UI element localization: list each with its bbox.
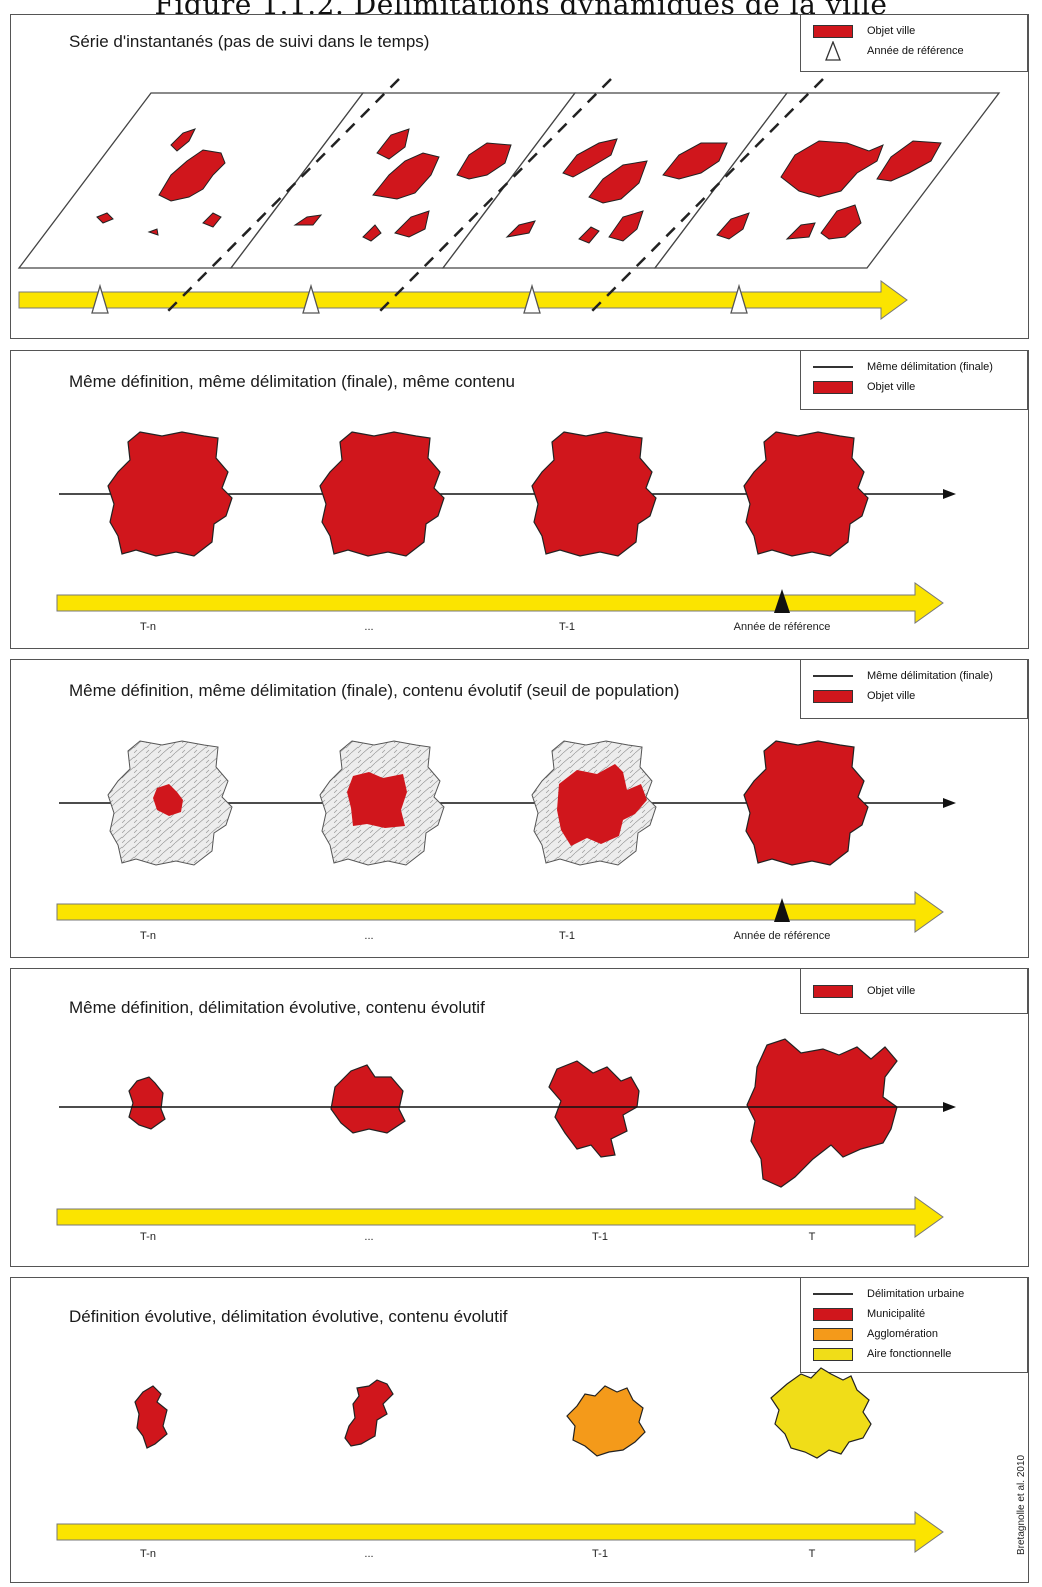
- time-label: ...: [364, 1231, 374, 1243]
- reference-year-triangle-icon: [774, 898, 790, 922]
- legend-label: Même délimitation (finale): [867, 670, 993, 682]
- panel-title: Définition évolutive, délimitation évolu…: [69, 1307, 508, 1326]
- legend-item-final-delimitation: Même délimitation (finale): [813, 666, 1019, 686]
- legend-label: Délimitation urbaine: [867, 1288, 965, 1300]
- legend-label: Objet ville: [867, 690, 916, 702]
- panel-title: Série d'instantanés (pas de suivi dans l…: [69, 32, 430, 51]
- panel-evolving-content: Même définition, même délimitation (fina…: [10, 659, 1029, 958]
- evolving-definition-diagram: [56, 1367, 944, 1553]
- panel-title: Même définition, délimitation évolutive,…: [69, 998, 485, 1017]
- reference-year-triangle-icon: [825, 41, 841, 61]
- municipality-shape: [134, 1385, 168, 1449]
- functional-area-shape: [770, 1367, 872, 1459]
- legend-label: Même délimitation (finale): [867, 361, 993, 373]
- legend-item-city-object: Objet ville: [813, 21, 1019, 41]
- threshold-city-diagram: [56, 740, 956, 933]
- legend: Même délimitation (finale) Objet ville: [800, 350, 1028, 410]
- time-axis-arrowhead: [943, 798, 956, 808]
- municipality-shape: [344, 1379, 394, 1447]
- legend-label: Aire fonctionnelle: [867, 1348, 952, 1360]
- reference-year-triangle-icon: [774, 589, 790, 613]
- panel-evolving-delimitation: Même définition, délimitation évolutive,…: [10, 968, 1029, 1267]
- legend: Objet ville: [800, 968, 1028, 1014]
- city-object: [107, 431, 869, 557]
- time-label: T-1: [559, 621, 575, 633]
- city-object: [293, 128, 512, 242]
- time-label: T-1: [592, 1548, 608, 1560]
- time-label: T: [808, 1548, 816, 1560]
- time-label: T-n: [140, 1548, 156, 1560]
- legend-item-city-object: Objet ville: [813, 686, 1019, 706]
- legend-item-functional-area: Aire fonctionnelle: [813, 1344, 1019, 1364]
- time-label: Année de référence: [733, 621, 831, 633]
- legend: Délimitation urbaine Municipalité Agglom…: [800, 1277, 1028, 1373]
- time-label: Année de référence: [733, 930, 831, 942]
- functional-area-swatch: [813, 1347, 853, 1361]
- legend: Objet ville Année de référence: [800, 14, 1028, 72]
- time-label: T-n: [140, 930, 156, 942]
- legend-item-municipality: Municipalité: [813, 1304, 1019, 1324]
- city-object: [96, 128, 226, 236]
- legend-label: Année de référence: [867, 45, 964, 57]
- agglomeration-shape: [566, 1385, 646, 1457]
- legend-item-city-object: Objet ville: [813, 981, 1019, 1001]
- legend-label: Municipalité: [867, 1308, 926, 1320]
- legend-item-urban-delimitation: Délimitation urbaine: [813, 1284, 1019, 1304]
- time-label: T-1: [559, 930, 575, 942]
- legend-item-final-delimitation: Même délimitation (finale): [813, 357, 1019, 377]
- time-label: ...: [364, 930, 374, 942]
- panel-title: Même définition, même délimitation (fina…: [69, 372, 515, 391]
- time-axis-arrowhead: [943, 1102, 956, 1112]
- legend-item-city-object: Objet ville: [813, 377, 1019, 397]
- city-object-swatch: [813, 24, 853, 38]
- delimitation-line-swatch: [813, 675, 853, 677]
- credit-text: Bretagnolle et al. 2010: [1016, 1454, 1027, 1555]
- time-label: ...: [364, 1548, 374, 1560]
- snapshot-plane: [17, 92, 1001, 269]
- time-axis-arrowhead: [943, 489, 956, 499]
- growing-city-diagram: [56, 1038, 956, 1238]
- timeline-arrow: [56, 1511, 944, 1553]
- time-label: T-n: [140, 1231, 156, 1243]
- delimitation-line-swatch: [813, 1293, 853, 1295]
- snapshot-diagram: [17, 78, 1001, 320]
- municipality-swatch: [813, 1307, 853, 1321]
- city-object: [716, 140, 942, 240]
- legend: Même délimitation (finale) Objet ville: [800, 659, 1028, 719]
- delimitation-line-swatch: [813, 366, 853, 368]
- legend-item-agglomeration: Agglomération: [813, 1324, 1019, 1344]
- legend-item-reference-year: Année de référence: [813, 41, 1019, 61]
- city-object: [743, 740, 869, 866]
- time-label: T-n: [140, 621, 156, 633]
- legend-label: Objet ville: [867, 381, 916, 393]
- panel-evolving-definition: Définition évolutive, délimitation évolu…: [10, 1277, 1029, 1583]
- city-object: [505, 138, 728, 244]
- time-label: T: [808, 1231, 816, 1243]
- city-object-swatch: [813, 689, 853, 703]
- city-object: [128, 1038, 898, 1188]
- timeline-arrow: [18, 280, 908, 320]
- time-break-line: [165, 78, 824, 314]
- panel-snapshot-series: Série d'instantanés (pas de suivi dans l…: [10, 14, 1029, 339]
- panel-same-content: Même définition, même délimitation (fina…: [10, 350, 1029, 649]
- constant-city-diagram: [56, 431, 956, 624]
- city-object: [153, 764, 647, 846]
- time-label: T-1: [592, 1231, 608, 1243]
- timeline-arrow: [56, 1196, 944, 1238]
- reference-year-triangle-icon: [91, 283, 748, 314]
- agglomeration-swatch: [813, 1327, 853, 1341]
- timeline-arrow: [56, 891, 944, 933]
- legend-label: Objet ville: [867, 985, 916, 997]
- panel-title: Même définition, même délimitation (fina…: [69, 681, 680, 700]
- time-label: ...: [364, 621, 374, 633]
- timeline-arrow: [56, 582, 944, 624]
- legend-label: Objet ville: [867, 25, 916, 37]
- city-object-swatch: [813, 380, 853, 394]
- legend-label: Agglomération: [867, 1328, 938, 1340]
- city-object-swatch: [813, 984, 853, 998]
